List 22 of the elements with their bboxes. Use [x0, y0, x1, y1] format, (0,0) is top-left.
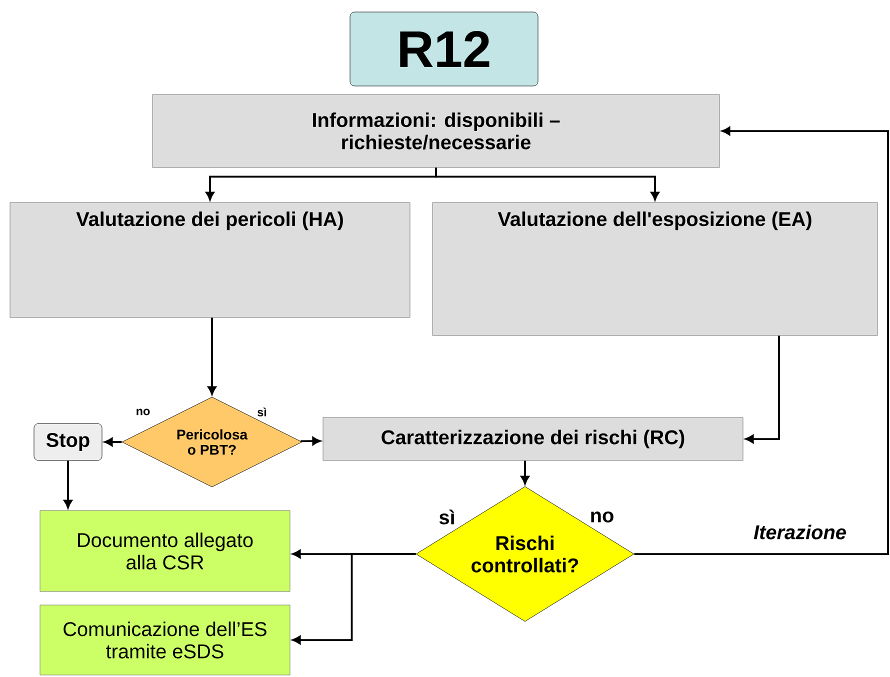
process-box: Valutazione dell'esposizione (EA) — [432, 202, 878, 336]
edge-label: no — [134, 408, 152, 416]
edge-label: sì — [438, 508, 456, 526]
process-box: Caratterizzazione dei rischi (RC) — [322, 417, 744, 461]
edge-label: no — [588, 510, 616, 524]
arrow — [292, 553, 416, 644]
document-box: Documento allegato alla CSR — [40, 510, 290, 592]
title-box: R12 — [350, 12, 538, 86]
stop-box: Stop — [34, 423, 102, 461]
arrow — [520, 460, 530, 484]
arrow — [64, 460, 72, 508]
arrow — [634, 126, 889, 555]
arrow — [104, 438, 122, 446]
arrow — [208, 318, 216, 395]
arrow — [745, 336, 780, 444]
process-box: Valutazione dei pericoli (HA) — [10, 202, 410, 318]
note-label: Iterazione — [754, 524, 846, 540]
document-box: Comunicazione dell’ES tramite eSDS — [40, 604, 290, 676]
process-box: Informazioni: disponibili – richieste/necessarie — [152, 94, 720, 168]
edge-label: sì — [256, 406, 268, 418]
arrow — [300, 436, 321, 446]
arrow — [435, 168, 660, 200]
